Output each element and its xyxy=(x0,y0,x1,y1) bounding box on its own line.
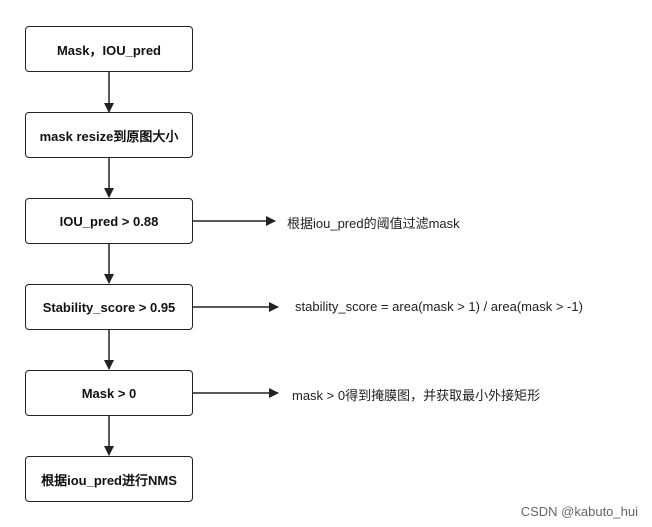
step-box-mask-positive: Mask > 0 xyxy=(25,370,193,416)
step-box-mask-resize: mask resize到原图大小 xyxy=(25,112,193,158)
note-iou-filter: 根据iou_pred的阈值过滤mask xyxy=(287,216,460,231)
watermark: CSDN @kabuto_hui xyxy=(520,504,638,519)
note-stability-formula: stability_score = area(mask > 1) / area(… xyxy=(295,299,583,314)
note-mask-bbox: mask > 0得到掩膜图，并获取最小外接矩形 xyxy=(292,388,541,403)
step-box-mask-iou-pred: Mask，IOU_pred xyxy=(25,26,193,72)
step-box-stability-score: Stability_score > 0.95 xyxy=(25,284,193,330)
step-box-iou-threshold: IOU_pred > 0.88 xyxy=(25,198,193,244)
step-box-nms: 根据iou_pred进行NMS xyxy=(25,456,193,502)
